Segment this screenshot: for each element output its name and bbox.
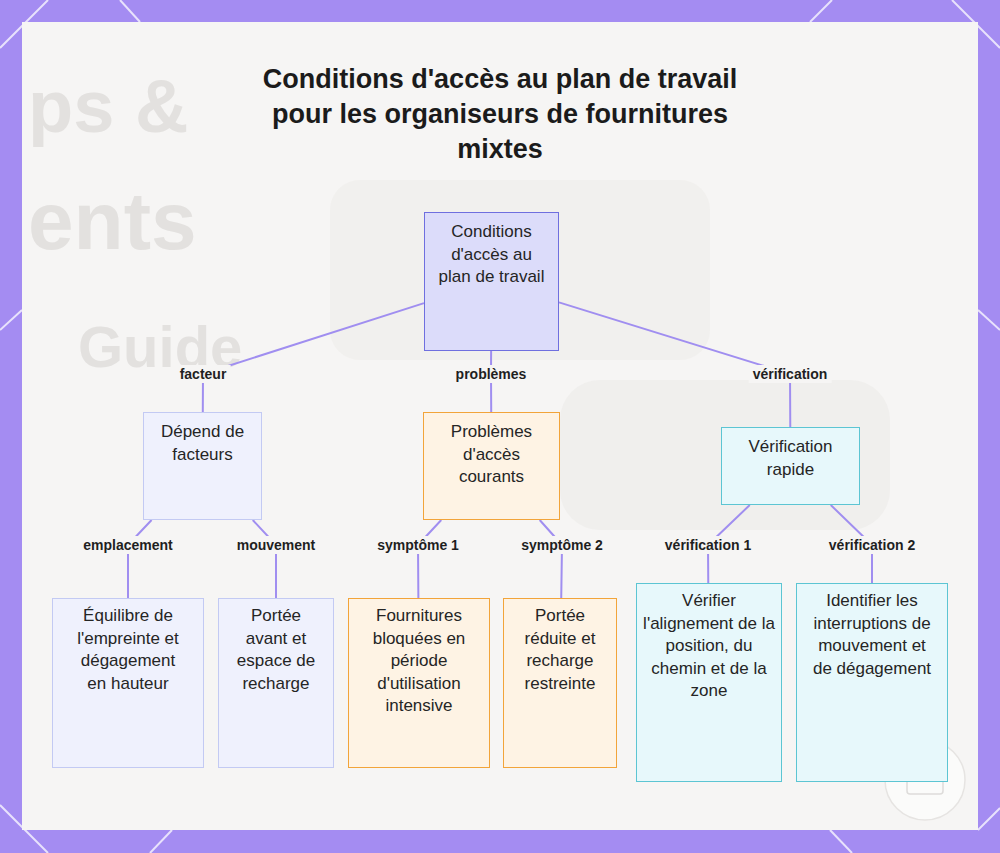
detail-box: Vérifier l'alignement de la position, du… xyxy=(636,583,782,782)
watermark-text: ps & xyxy=(28,70,188,144)
connector-line xyxy=(203,303,424,412)
node-label: Problèmes d'accès courants xyxy=(434,421,549,489)
corner-line xyxy=(0,310,22,330)
detail-box: Portée avant et espace de recharge xyxy=(218,598,334,768)
node-label: Conditions d'accès au plan de travail xyxy=(435,221,548,289)
detail-box: Fournitures bloquées en période d'utilis… xyxy=(348,598,490,768)
node-label: Fournitures bloquées en période d'utilis… xyxy=(363,605,475,718)
connector-label: symptôme 2 xyxy=(517,536,607,554)
category-box: Problèmes d'accès courants xyxy=(423,412,560,520)
root-box: Conditions d'accès au plan de travail xyxy=(424,212,559,351)
connector-label: vérification 2 xyxy=(825,536,919,554)
corner-line xyxy=(810,0,832,22)
connector-label: emplacement xyxy=(79,536,176,554)
diagram-title: Conditions d'accès au plan de travail po… xyxy=(260,62,740,167)
corner-line xyxy=(830,830,852,853)
connector-label: vérification xyxy=(749,365,832,383)
connector-label: vérification 1 xyxy=(661,536,755,554)
connector-label: symptôme 1 xyxy=(373,536,463,554)
connector-line xyxy=(253,520,276,598)
node-label: Dépend de facteurs xyxy=(154,421,251,466)
node-label: Identifier les interruptions de mouvemen… xyxy=(811,590,933,680)
connector-line xyxy=(128,520,152,598)
node-label: Vérification rapide xyxy=(732,436,849,481)
connector-line xyxy=(418,520,441,598)
detail-box: Équilibre de l'empreinte et dégagement e… xyxy=(52,598,204,768)
node-label: Portée avant et espace de recharge xyxy=(233,605,319,695)
node-label: Portée réduite et recharge restreinte xyxy=(512,605,608,695)
node-label: Équilibre de l'empreinte et dégagement e… xyxy=(73,605,183,695)
blurred-backdrop xyxy=(330,180,710,360)
blurred-backdrop xyxy=(560,380,890,530)
content-panel xyxy=(22,22,978,830)
connector-label: problèmes xyxy=(452,365,531,383)
corner-line xyxy=(978,808,1000,830)
watermark-text: ents xyxy=(28,180,197,262)
category-box: Vérification rapide xyxy=(721,427,860,505)
connector-line xyxy=(540,520,562,598)
connector-label: mouvement xyxy=(233,536,320,554)
corner-line xyxy=(978,310,1000,330)
detail-box: Portée réduite et recharge restreinte xyxy=(503,598,617,768)
node-label: Vérifier l'alignement de la position, du… xyxy=(642,590,776,703)
connector-label: facteur xyxy=(176,365,231,383)
corner-line xyxy=(150,830,172,853)
detail-box: Identifier les interruptions de mouvemen… xyxy=(796,583,948,782)
category-box: Dépend de facteurs xyxy=(143,412,262,520)
corner-line xyxy=(120,0,140,22)
